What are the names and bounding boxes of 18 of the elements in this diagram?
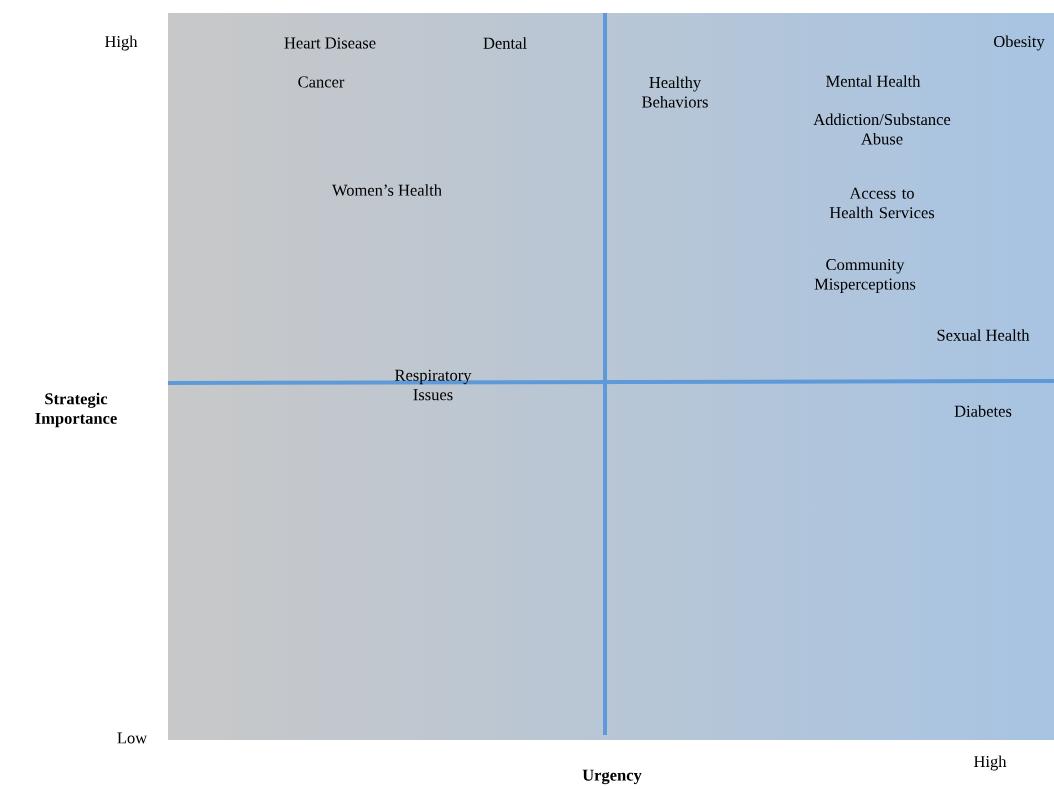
axis-title: Urgency	[582, 769, 642, 785]
issue-label: Addiction/Substance Abuse	[813, 113, 951, 145]
issue-label: Dental	[483, 37, 527, 49]
issue-label: Healthy Behaviors	[642, 76, 708, 108]
issue-label: Sexual Health	[937, 329, 1030, 341]
axis-tick-label: Low	[117, 732, 148, 744]
issue-label: Access to Health Services	[829, 187, 935, 219]
issue-label: Respiratory Issues	[395, 369, 472, 401]
axis-tick-label: High	[974, 755, 1007, 771]
issue-label: Women’s Health	[332, 184, 442, 196]
issue-label: Cancer	[298, 76, 345, 88]
issue-label: Heart Disease	[284, 37, 376, 49]
axis-tick-label: High	[105, 35, 138, 51]
issue-label: Mental Health	[826, 75, 921, 87]
issue-label: Diabetes	[954, 405, 1012, 417]
issue-label: Community Misperceptions	[814, 259, 916, 293]
issue-label: Obesity	[994, 35, 1045, 51]
axis-title: Strategic Importance	[35, 392, 117, 428]
